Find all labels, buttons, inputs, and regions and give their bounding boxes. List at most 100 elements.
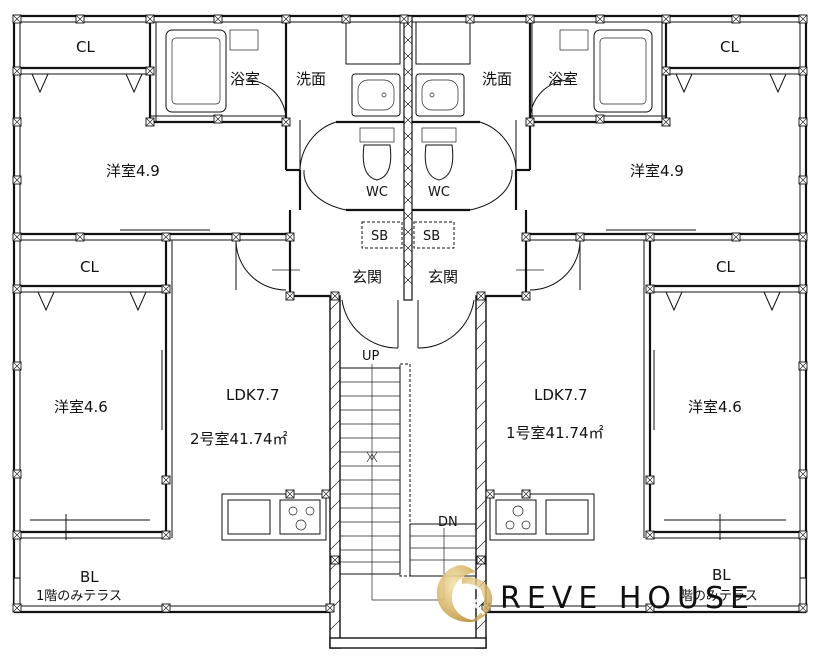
stair-up-label: UP: [362, 349, 380, 364]
column-cross: [476, 555, 486, 565]
column-cross: [798, 361, 808, 371]
left-bath-label: 浴室: [230, 70, 260, 88]
column-cross: [12, 603, 22, 613]
right-unit-label: 1号室41.74㎡: [506, 424, 604, 442]
stair-hall: [329, 295, 487, 649]
column-cross: [575, 232, 585, 242]
column-cross: [798, 14, 808, 24]
column-cross: [476, 291, 486, 301]
column-cross: [12, 530, 22, 540]
column-cross: [161, 603, 171, 613]
column-cross: [325, 603, 335, 613]
column-cross: [145, 117, 155, 127]
column-cross: [525, 117, 535, 127]
right-terrace-label: 階のみテラス: [680, 589, 758, 604]
left-wash-label: 洗面: [296, 70, 326, 88]
column-cross: [281, 117, 291, 127]
left-ldk-label: LDK7.7: [226, 386, 280, 404]
column-cross: [645, 603, 655, 613]
right-wc-label: WC: [428, 185, 450, 200]
column-cross: [330, 555, 340, 565]
column-cross: [485, 489, 495, 499]
column-cross: [525, 14, 535, 24]
left-western-mid-label: 洋室4.6: [54, 398, 108, 416]
column-cross: [12, 284, 22, 294]
right-cl-top-label: CL: [720, 38, 739, 56]
column-cross: [12, 175, 22, 185]
column-cross: [521, 232, 531, 242]
column-cross: [285, 489, 295, 499]
column-cross: [645, 284, 655, 294]
reve-house-watermark: REVE HOUSE: [436, 565, 755, 623]
right-western-mid-label: 洋室4.6: [688, 398, 742, 416]
left-bl-label: BL: [80, 568, 99, 586]
column-cross: [330, 291, 340, 301]
column-cross: [12, 469, 22, 479]
column-cross: [595, 14, 605, 24]
column-cross: [75, 232, 85, 242]
column-cross: [798, 66, 808, 76]
column-cross: [75, 14, 85, 24]
column-cross: [341, 14, 351, 24]
column-cross: [798, 284, 808, 294]
column-cross: [145, 14, 155, 24]
left-western-top-label: 洋室4.9: [106, 162, 160, 180]
column-cross: [595, 114, 605, 124]
column-cross: [161, 475, 171, 485]
right-cl-mid-label: CL: [716, 258, 735, 276]
column-cross: [321, 489, 331, 499]
left-cl-top-label: CL: [76, 38, 95, 56]
right-unit: [412, 16, 807, 613]
right-wash-label: 洗面: [482, 70, 512, 88]
column-cross: [798, 469, 808, 479]
column-cross: [231, 232, 241, 242]
column-cross: [145, 66, 155, 76]
column-cross: [12, 361, 22, 371]
column-cross: [645, 475, 655, 485]
column-cross: [285, 291, 295, 301]
column-cross: [798, 530, 808, 540]
left-entry-label: 玄関: [352, 268, 382, 286]
reve-house-logo-mark: [436, 565, 493, 623]
column-cross: [798, 117, 808, 127]
column-cross: [645, 232, 655, 242]
column-cross: [731, 232, 741, 242]
column-cross: [661, 14, 671, 24]
column-cross: [213, 114, 223, 124]
column-cross: [399, 14, 409, 24]
column-cross: [661, 117, 671, 127]
column-cross: [12, 14, 22, 24]
column-cross: [12, 66, 22, 76]
column-cross: [798, 232, 808, 242]
right-western-top-label: 洋室4.9: [630, 162, 684, 180]
column-cross: [521, 291, 531, 301]
column-cross: [281, 14, 291, 24]
column-cross: [161, 284, 171, 294]
column-cross: [12, 232, 22, 242]
column-cross: [465, 14, 475, 24]
column-cross: [798, 603, 808, 613]
left-cl-mid-label: CL: [80, 258, 99, 276]
structural-columns: [12, 14, 808, 613]
right-sb-label: SB: [423, 229, 440, 244]
reve-house-wordmark: REVE HOUSE: [500, 581, 755, 616]
column-cross: [161, 232, 171, 242]
room-labels: CL 浴室 洗面 洋室4.9 WC SB 玄関 CL 洋室4.6 LDK7.7 …: [36, 38, 758, 604]
column-cross: [213, 14, 223, 24]
column-cross: [645, 530, 655, 540]
column-cross: [285, 232, 295, 242]
stair-down-label: DN: [438, 515, 458, 530]
column-cross: [521, 489, 531, 499]
left-sb-label: SB: [371, 229, 388, 244]
left-terrace-label: 1階のみテラス: [36, 589, 122, 604]
party-wall: [403, 15, 413, 301]
left-wc-label: WC: [366, 185, 388, 200]
column-cross: [161, 530, 171, 540]
right-bath-label: 浴室: [548, 70, 578, 88]
right-entry-label: 玄関: [428, 268, 458, 286]
right-ldk-label: LDK7.7: [534, 386, 588, 404]
left-unit-label: 2号室41.74㎡: [190, 430, 288, 448]
column-cross: [731, 14, 741, 24]
left-unit: [13, 16, 404, 613]
